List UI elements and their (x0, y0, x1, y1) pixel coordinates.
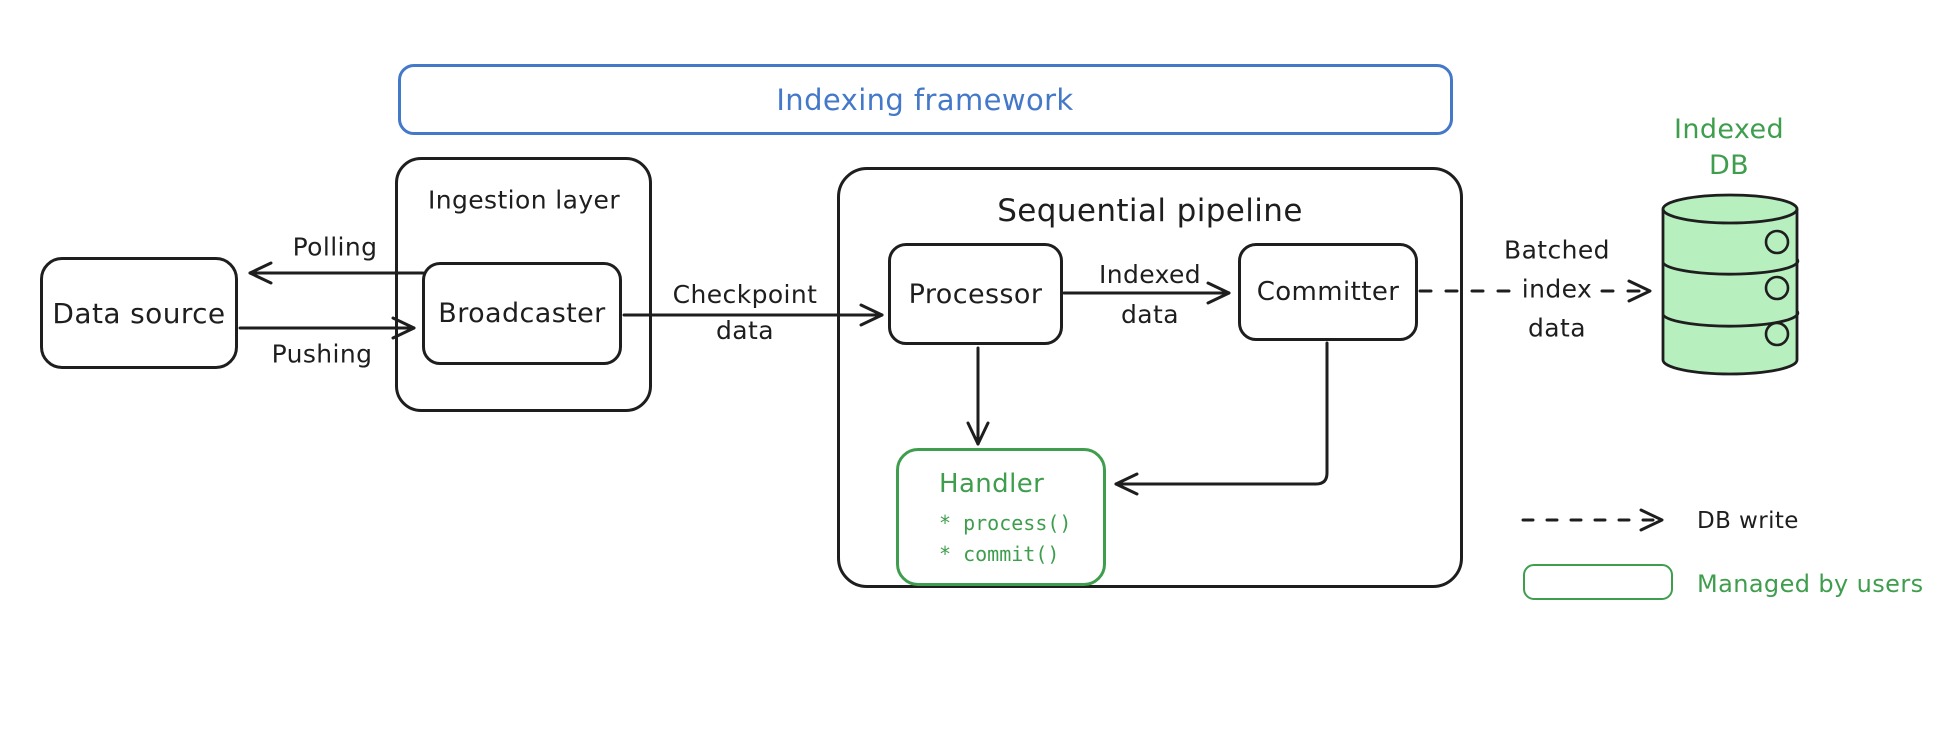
ingestion-layer-node (395, 157, 652, 412)
checkpoint-data-label: Checkpoint data (673, 277, 818, 349)
ingestion-layer-label: Ingestion layer (427, 185, 621, 215)
indexing-framework-label: Indexing framework (776, 83, 1074, 117)
handler-label: Handler (939, 469, 1045, 499)
database-icon (1661, 193, 1800, 376)
broadcaster-node: Broadcaster (422, 262, 622, 365)
checkpoint-data-label-line1: Checkpoint (672, 280, 818, 309)
data-source-node: Data source (40, 257, 238, 369)
handler-method-process: * process() (939, 511, 1072, 535)
processor-node: Processor (888, 243, 1063, 345)
indexed-data-label-line1: Indexed (1098, 260, 1202, 289)
indexed-data-label: Indexed data (1099, 255, 1201, 335)
indexed-db-label-line1: Indexed (1673, 114, 1785, 145)
legend-db-write-label: DB write (1697, 508, 1799, 534)
indexed-data-label-line2: data (1121, 300, 1179, 329)
batched-index-data-label-line3: data (1528, 313, 1586, 343)
legend-managed-label: Managed by users (1697, 570, 1924, 598)
indexed-db-label: Indexed DB (1674, 112, 1784, 184)
processor-label: Processor (908, 278, 1043, 310)
indexing-framework-box (398, 64, 1453, 135)
checkpoint-data-label-line2: data (716, 316, 774, 345)
sequential-pipeline-label: Sequential pipeline (997, 193, 1303, 229)
polling-label: Polling (292, 232, 378, 262)
indexed-db-label-line2: DB (1708, 150, 1750, 181)
handler-node: Handler * process() * commit() (896, 448, 1106, 586)
batched-index-data-label-line2: index (1515, 274, 1599, 304)
batched-index-data-label-line1: Batched (1504, 235, 1610, 265)
sequential-pipeline-node (837, 167, 1463, 588)
data-source-label: Data source (52, 296, 226, 330)
handler-method-commit: * commit() (939, 542, 1060, 566)
pushing-label: Pushing (271, 339, 373, 369)
committer-label: Committer (1256, 277, 1400, 307)
broadcaster-label: Broadcaster (438, 298, 606, 329)
legend-managed-swatch (1523, 564, 1673, 600)
committer-to-handler-arrow (1114, 341, 1329, 496)
committer-node: Committer (1238, 243, 1418, 341)
batched-index-data-label: Batched index data (1504, 231, 1610, 348)
